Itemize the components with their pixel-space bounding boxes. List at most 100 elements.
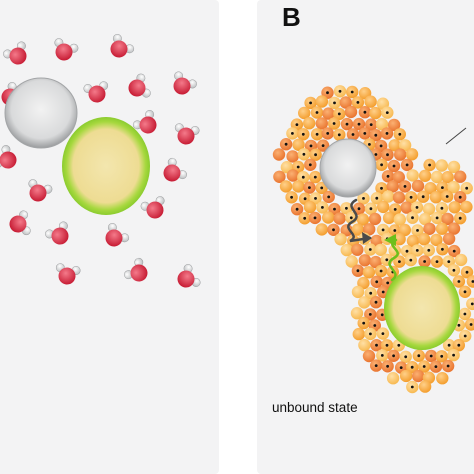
particle-dot [427, 248, 431, 252]
water-molecule [54, 38, 79, 61]
particle-dot [375, 280, 379, 284]
solvent-particle [388, 139, 401, 152]
particle-dot [301, 132, 305, 136]
solvent-particle [351, 243, 364, 256]
particle-dot [463, 334, 467, 338]
water-molecule [163, 157, 187, 182]
solvent-particle [398, 139, 412, 152]
particle-dot [447, 260, 451, 263]
particle-dot [458, 216, 462, 220]
particle-dot [471, 280, 474, 283]
solvent-particle [418, 212, 432, 226]
particle-dot [415, 206, 419, 209]
particle-dot [440, 354, 444, 358]
particle-dot [337, 112, 341, 116]
solvent-particle [436, 372, 449, 385]
particle-dot [417, 354, 421, 358]
solvent-particle [286, 150, 299, 163]
water-molecule [0, 145, 17, 169]
water-molecule [174, 123, 200, 145]
particle-dot [398, 260, 401, 263]
solvent-particle [454, 253, 468, 267]
solvent-particle [377, 200, 390, 214]
particle-dot [295, 123, 299, 126]
particle-dot [320, 186, 324, 190]
unbound-state-label: unbound state [272, 400, 358, 415]
solvent-particle [460, 200, 473, 214]
particle-dot [321, 206, 324, 209]
particle-dot [452, 249, 456, 253]
particle-dot [315, 111, 319, 114]
particle-dot [465, 270, 469, 274]
solvent-particle [352, 327, 365, 341]
solvent-particle [422, 202, 436, 216]
solvent-particle [351, 223, 364, 236]
particle-dot [303, 216, 307, 220]
particle-dot [470, 302, 474, 306]
water-molecule [140, 196, 165, 219]
water-molecule [110, 34, 135, 58]
solvent-particle [356, 213, 370, 226]
particle-dot [302, 152, 306, 156]
solvent-particle [406, 234, 420, 248]
particle-dot [309, 101, 312, 105]
solvent-particle [430, 170, 444, 184]
solvent-particle [358, 254, 372, 267]
solvent-particle [286, 169, 300, 182]
solvent-particle [292, 180, 305, 193]
solvent-particle [435, 222, 449, 235]
particle-dot [434, 365, 438, 368]
grey-solute-particle-b [319, 138, 377, 198]
particle-dot [428, 163, 431, 167]
particle-dot [447, 343, 451, 347]
water-molecule [173, 71, 197, 95]
particle-dot [309, 144, 313, 148]
solvent-particle [322, 107, 335, 120]
grey-wavy-arrow [347, 198, 372, 243]
particle-dot [326, 132, 330, 135]
solvent-particle [339, 96, 352, 109]
particle-dot [380, 313, 384, 317]
solvent-particle [374, 243, 387, 256]
particle-dot [457, 280, 461, 283]
particle-dot [465, 186, 469, 190]
particle-dot [295, 207, 299, 211]
particle-dot [409, 258, 413, 262]
solvent-particle [441, 171, 454, 184]
particle-dot [357, 122, 361, 126]
particle-dot [363, 110, 367, 114]
particle-dot [374, 153, 378, 156]
solvent-particle [406, 169, 419, 182]
particle-dot [333, 207, 336, 211]
water-molecule [28, 179, 53, 202]
solvent-particle [382, 211, 396, 225]
particle-dot [458, 195, 462, 199]
particle-dot [369, 332, 372, 336]
particle-dot [291, 132, 294, 135]
solvent-particle [344, 105, 358, 119]
solvent-particle [435, 159, 448, 172]
solvent-particle [358, 296, 371, 309]
particle-dot [397, 343, 401, 347]
particle-dot [375, 196, 379, 200]
particle-dot [441, 247, 444, 251]
particle-dot [381, 228, 385, 232]
particle-dot [441, 186, 444, 190]
solvent-particle [351, 285, 365, 299]
solvent-particle [412, 369, 425, 383]
green-wavy-arrow [388, 238, 399, 282]
particle-dot [385, 111, 389, 114]
solvent-particle [418, 380, 432, 393]
solvent-particle [417, 233, 431, 246]
solvent-particle [369, 255, 382, 269]
solvent-particle [430, 233, 443, 247]
solvent-particle [345, 255, 358, 268]
water-molecule [83, 81, 109, 103]
solvent-particle [429, 191, 443, 204]
particle-dot [374, 133, 378, 137]
particle-dot [445, 195, 449, 198]
solvent-particle [464, 318, 474, 331]
solvent-particle [362, 349, 376, 363]
solvent-particle [411, 179, 425, 193]
